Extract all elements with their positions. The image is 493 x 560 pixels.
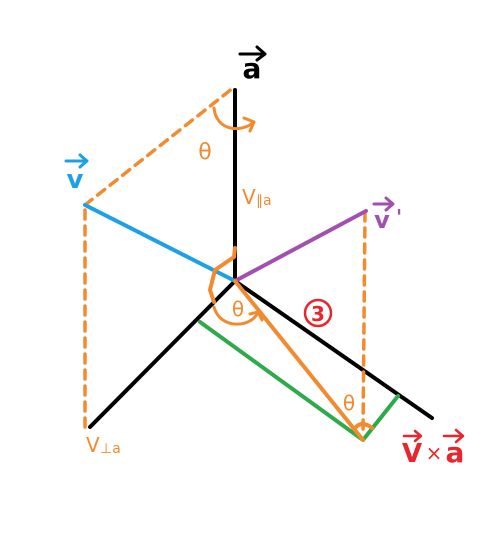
- over-arrow-icon: [372, 196, 395, 212]
- cross-a: a: [446, 436, 465, 469]
- vector-v-label-group: v: [64, 153, 89, 195]
- over-arrow-icon: [64, 153, 89, 169]
- curved-arrow-icon: [212, 106, 264, 326]
- theta-top: θ: [198, 140, 211, 165]
- vector-v-line: [83, 203, 237, 283]
- vector-v-label: v: [67, 165, 84, 195]
- right-angle-mark: [353, 422, 374, 430]
- v-parallel-sub: ∥a: [256, 193, 272, 209]
- cross-product-label-group: V × a: [402, 428, 465, 469]
- top-rotation-arrowhead: [242, 116, 256, 133]
- axis-v-cross-a: [233, 279, 434, 420]
- step-number: 3: [311, 302, 325, 326]
- v-perp-sub: ⊥a: [100, 441, 121, 457]
- circled-number-icon: [303, 298, 333, 328]
- axes: [88, 88, 434, 429]
- cross-v: V: [402, 439, 422, 469]
- center-rotation-arc: [212, 305, 260, 326]
- vector-v-prime-label: v: [374, 206, 390, 234]
- theta-lower: θ: [343, 391, 355, 415]
- v-parallel-label-group: V ∥a: [242, 185, 272, 209]
- dash-v-to-a-tip: [83, 86, 235, 207]
- axis-v-perp: [88, 279, 237, 429]
- over-arrow-icon: [402, 429, 423, 443]
- orange-bracket: [208, 246, 237, 304]
- cross-times: ×: [426, 441, 443, 465]
- orange-solid: [208, 246, 374, 442]
- prime-mark: ': [396, 205, 402, 229]
- top-rotation-arc: [212, 106, 256, 131]
- vector-v-prime-line: [233, 209, 368, 283]
- v-parallel-main: V: [242, 185, 256, 209]
- dash-vprime-down: [361, 210, 367, 436]
- vector-v-prime-label-group: v ': [372, 196, 402, 234]
- v-perp-label-group: V ⊥a: [86, 433, 121, 457]
- axis-a-label: a: [243, 52, 262, 85]
- orange-diagonal: [233, 279, 365, 442]
- projection-green-line: [198, 320, 400, 442]
- over-arrow-icon: [442, 428, 465, 444]
- theta-center: θ: [232, 297, 244, 321]
- over-arrow-icon: [238, 45, 267, 62]
- center-rotation-arrowhead: [248, 310, 264, 322]
- v-perp-main: V: [86, 433, 100, 457]
- construction-dashes: [83, 86, 367, 436]
- axis-a-label-group: a: [238, 45, 267, 85]
